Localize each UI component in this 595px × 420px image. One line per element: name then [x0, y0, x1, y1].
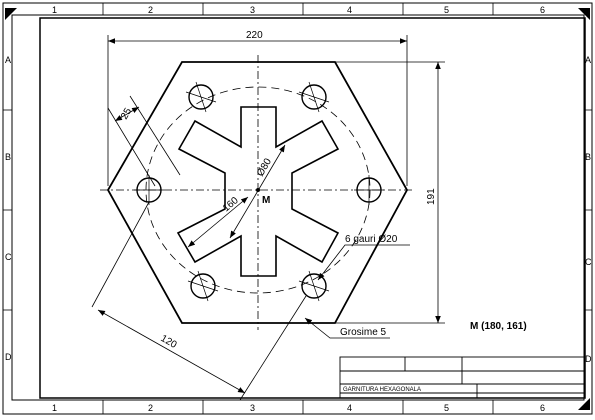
zone-labels: 1 2 3 4 5 6 1 2 3 4 5 6 A B C D A B C D — [5, 5, 592, 413]
spacing-dimension-text: 25 — [119, 106, 134, 122]
zone-row-right-c: C — [585, 257, 592, 267]
hole-1 — [188, 84, 214, 110]
zone-row-left-b: B — [5, 152, 11, 162]
center-coordinates-text: M (180, 161) — [470, 321, 527, 332]
zone-col-top-4: 4 — [347, 5, 352, 15]
title-block-title: GARNITURA HEXAGONALA — [343, 387, 421, 393]
title-block — [339, 356, 585, 399]
zone-row-left-a: A — [5, 55, 11, 65]
width-dimension-text: 220 — [246, 30, 263, 41]
star-cutout — [176, 106, 340, 277]
holes-note-text: 6 gauri Ø20 — [345, 234, 398, 245]
star-dimension-line — [187, 196, 249, 248]
zone-row-right-a: A — [585, 55, 591, 65]
star-dimension-text: 160 — [221, 195, 241, 214]
zone-row-left-c: C — [5, 252, 12, 262]
zone-col-top-1: 1 — [52, 5, 57, 15]
zone-row-right-b: B — [585, 152, 591, 162]
gasket-part — [100, 55, 415, 330]
length-extension-2 — [239, 295, 307, 401]
corner-mark-bottom-right — [578, 398, 590, 410]
sheet-frame — [2, 2, 593, 415]
zone-col-top-5: 5 — [444, 5, 449, 15]
hole-5 — [190, 273, 216, 299]
hole-6 — [301, 273, 327, 299]
zone-col-bottom-3: 3 — [250, 403, 255, 413]
zone-col-bottom-2: 2 — [148, 403, 153, 413]
zone-col-top-2: 2 — [148, 5, 153, 15]
length-dimension-line — [97, 309, 246, 394]
inner-border — [11, 14, 585, 401]
corner-mark-top-left — [5, 8, 17, 20]
thickness-note-leader — [304, 317, 390, 339]
length-extension-1 — [91, 201, 150, 308]
hole-2 — [301, 84, 327, 110]
zone-row-left-d: D — [5, 352, 12, 362]
zone-col-bottom-4: 4 — [347, 403, 352, 413]
center-label: M — [262, 195, 270, 206]
zone-row-right-d: D — [585, 354, 592, 364]
hole-crosshairs — [134, 81, 384, 302]
hexagon-outline — [106, 61, 409, 324]
corner-mark-top-right — [578, 8, 590, 20]
zone-col-bottom-1: 1 — [52, 403, 57, 413]
drawing-border — [39, 17, 586, 399]
length-dimension-text: 120 — [159, 333, 179, 351]
center-lines — [100, 55, 415, 330]
center-point — [256, 188, 260, 192]
zone-col-top-3: 3 — [250, 5, 255, 15]
zone-col-bottom-5: 5 — [444, 403, 449, 413]
spacing-dimension-line — [114, 106, 140, 122]
zone-col-bottom-6: 6 — [540, 403, 545, 413]
holes-note-leader — [317, 244, 410, 281]
zone-col-top-6: 6 — [540, 5, 545, 15]
thickness-note-text: Grosime 5 — [340, 327, 387, 338]
spacing-extension-1 — [107, 107, 156, 187]
zone-ticks — [3, 3, 592, 414]
outer-border — [2, 2, 593, 415]
height-dimension-text: 191 — [426, 188, 437, 205]
